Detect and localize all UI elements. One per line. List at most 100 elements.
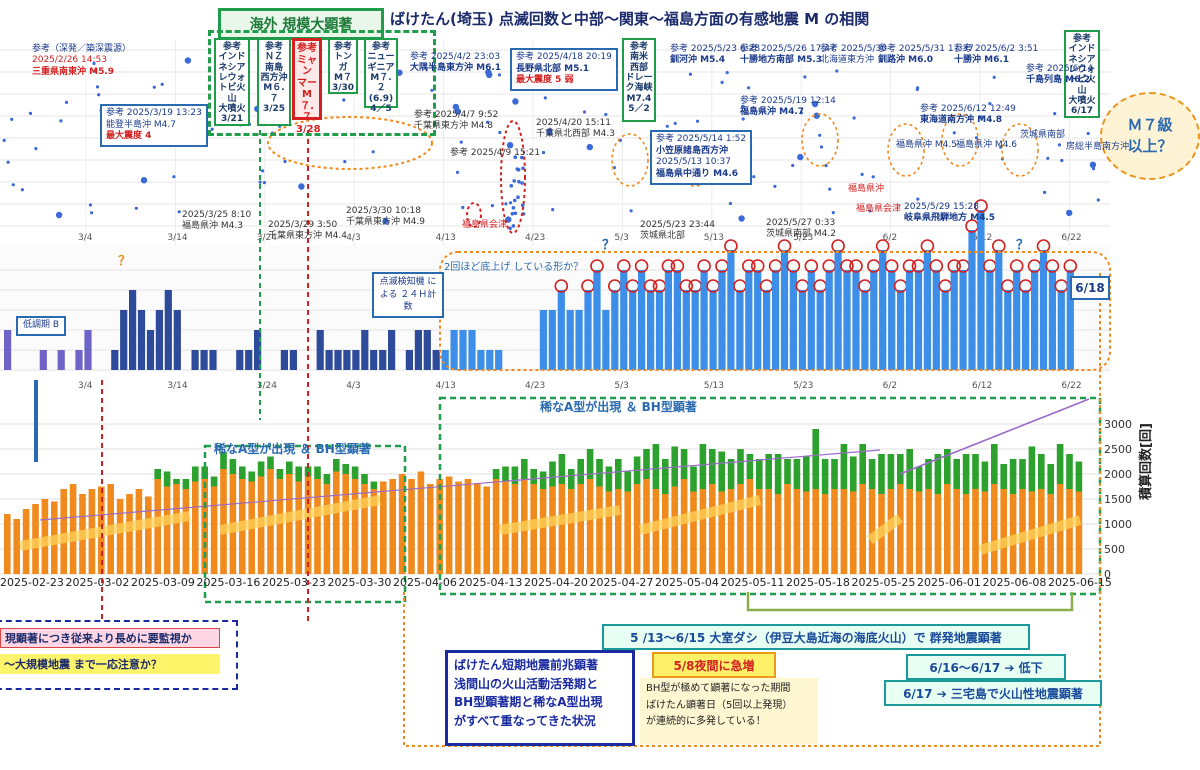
scatter-point [490,204,494,208]
cumulative-bar-green [229,459,237,474]
cumulative-x-tick-label: 2025-03-30 [328,576,392,589]
daily-count-bar [745,270,753,370]
cumulative-bar-orange [699,489,707,574]
bar-x-tick-label: 6/2 [883,381,897,391]
note-kushiro-5-23: 参考 2025/5/23 6:28 釧河沖 M5.4 [670,44,761,66]
daily-count-bar [1066,270,1074,370]
scatter-point [508,201,513,205]
bar-highlight-circle [643,279,658,293]
scatter-point [549,131,553,135]
bar-highlight-circle [947,259,962,273]
cumulative-x-tick-label: 2025-06-15 [1048,576,1112,589]
daily-count-bar [1048,270,1056,370]
cumulative-bar-orange [812,489,819,574]
scatter-x-tick-label: 3/24 [257,233,277,243]
scatter-point [459,140,463,144]
daily-count-bar [84,330,92,370]
bar-highlight-circle [554,279,569,293]
scatter-point [860,172,864,176]
a-type-label-1: 稀なA型が出現 ＆ BH型顕著 [214,442,371,456]
daily-count-bar [691,290,699,370]
cumulative-bar-orange [333,471,340,574]
scatter-point [819,145,824,149]
y-tick-label: 1000 [1104,518,1132,531]
bar-highlight-circle [849,259,863,273]
scatter-point [140,177,148,184]
cumulative-bar-green [342,464,349,474]
daily-count-bar [129,290,137,370]
cumulative-bar-green [746,454,754,479]
scatter-point [586,143,593,151]
cumulative-bar-orange [173,484,180,574]
daily-count-bar [620,270,628,370]
cumulative-bar-green [624,471,631,492]
daily-count-bar [754,270,762,370]
note-chiba-4-7: 参考 2025/4/7 9:52 千葉県東方沖 M4.8 [414,110,499,132]
scatter-point [64,100,69,104]
scatter-point [512,179,516,183]
scatter-point [298,183,305,190]
scatter-x-tick-label: 4/3 [346,233,360,243]
scatter-point [382,218,389,225]
bar-highlight-circle [590,259,604,273]
scatter-point [992,75,996,79]
cumulative-bar-orange [126,494,133,574]
scatter-point [28,111,33,115]
scatter-point [504,202,508,206]
scatter-point [2,138,6,142]
trend-arrow [638,495,762,535]
daily-count-bar [816,290,824,370]
scatter-point [92,61,96,66]
bar-x-tick-label: 5/13 [704,381,724,391]
cumulative-bar-green [925,459,932,489]
cumulative-x-tick-label: 2025-04-20 [524,576,588,589]
rise-period-frame [439,251,1111,371]
cumulative-bar-orange [13,519,20,574]
scatter-x-tick-label: 3/14 [167,233,187,243]
cumulative-bar-orange [925,489,932,574]
overseas-box-indonesia-6-17: 参考 インド ネシア レウォ トビ火山 大噴火 6/17 [1064,30,1100,118]
scatter-point [59,119,63,123]
bar-highlight-circle [1009,259,1024,273]
scatter-point [673,121,677,125]
trend-arrow [978,515,1082,555]
scatter-x-tick-label: 4/23 [525,233,545,243]
daily-count-bar [280,350,288,370]
left-warning-pink: 現顕著につき従来より長めに要監視か [0,628,220,648]
cumulative-bar-orange [727,489,735,574]
cumulative-bar-green [897,454,904,484]
daily-count-bar [200,350,208,370]
overseas-box-drake: 参考 南米 西部 ドレー ク海峡 M7.4 5／2 [622,38,656,122]
scatter-point [551,208,555,212]
cumulative-bar-green [596,459,603,487]
note-fukushima-5-19: 参考 2025/5/19 12:14 福島県沖 M4.7 [740,96,836,118]
scatter-highlight-ellipse [500,120,526,234]
note-nagano: 参考 2025/4/18 20:19 長野県北部 M5.1 最大震度 5 弱 [510,48,618,92]
scatter-point [513,211,518,216]
daily-count-bar [557,290,565,370]
cumulative-bar-green [605,466,613,492]
note-fukushima-m45: 福島県沖 M4.5 [896,140,957,150]
cumulative-bar-green [361,474,368,484]
cumulative-bar-orange [361,484,368,574]
daily-count-bar [968,230,976,370]
cumulative-bar-green [803,456,810,492]
note-chiba-4-20: 2025/4/20 15:11 千葉県北西部 M4.3 [536,118,615,140]
cumulative-bar-orange [906,489,913,574]
cumulative-bar-orange [803,491,810,574]
bar-highlight-circle [1036,239,1051,253]
scatter-point [728,201,733,206]
cumulative-bar-orange [746,479,754,574]
scatter-point [916,197,920,201]
cumulative-bar-green [962,454,970,494]
scatter-point [511,206,516,210]
cumulative-bar-green [821,459,829,494]
scatter-point [371,150,375,154]
scatter-x-tick-label: 5/23 [793,233,813,243]
daily-count-bar [798,290,806,370]
cumulative-bar-green [850,456,857,492]
cumulative-bar-orange [558,484,566,574]
daily-count-bar [727,250,735,370]
cumulative-bar-green [210,476,218,487]
cumulative-bar-orange [981,491,989,574]
